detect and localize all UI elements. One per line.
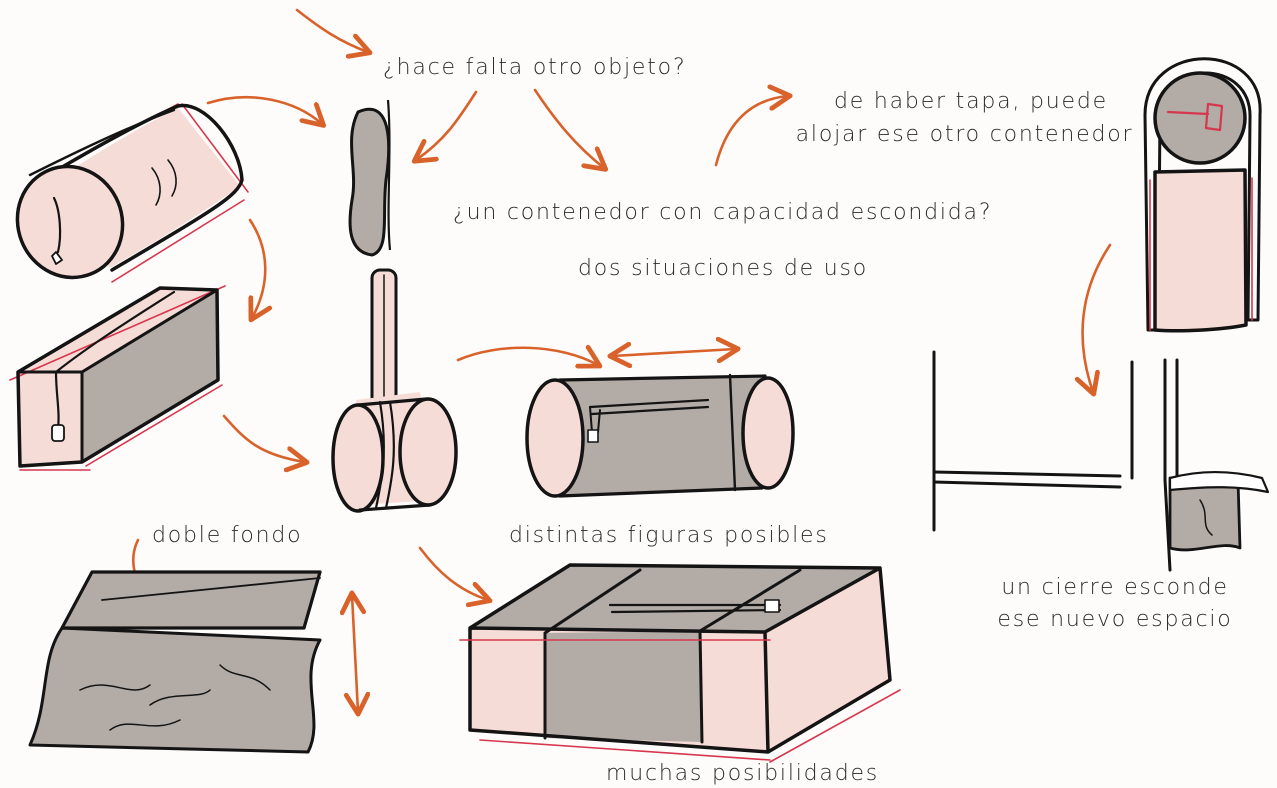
label-zipper-line1: un cierre esconde xyxy=(1001,575,1229,600)
label-lid-line1: de haber tapa, puede xyxy=(834,89,1108,114)
cylinder-bag-sketch xyxy=(15,103,249,283)
arrow-cylinder-to-box xyxy=(250,218,265,318)
label-zipper-line2: ese nuevo espacio xyxy=(997,607,1233,632)
section-detail-sketch xyxy=(932,350,1270,572)
lid-container-sketch xyxy=(1143,57,1262,333)
double-bottom-sketch xyxy=(28,570,322,754)
label-two-uses: dos situaciones de uso xyxy=(578,256,869,281)
arrow-top-to-question xyxy=(295,8,368,52)
arrows xyxy=(133,8,1112,712)
arrow-question-to-insert xyxy=(416,90,478,160)
arrow-lid-to-section xyxy=(1083,243,1112,392)
flat-box-sketch xyxy=(459,563,901,763)
figures-cylinder-sketch xyxy=(525,373,795,498)
arrow-cylinder-to-insert xyxy=(206,96,322,124)
arrow-upright-to-flatbox xyxy=(418,546,488,600)
upright-cylinder-sketch xyxy=(331,268,458,513)
label-question-object: ¿hace falta otro objeto? xyxy=(383,55,687,80)
label-hidden-capacity: ¿un contenedor con capacidad escondida? xyxy=(453,200,993,225)
arrow-upright-to-figures xyxy=(456,348,598,365)
label-many: muchas posibilidades xyxy=(606,761,880,786)
arrow-capacity-to-lid xyxy=(714,96,788,167)
label-figures: distintas figuras posibles xyxy=(509,523,829,548)
arrow-box-to-upright xyxy=(222,414,305,462)
small-insert-sketch xyxy=(348,99,392,257)
label-double-bottom: doble fondo xyxy=(152,523,303,548)
arrow-figures-double xyxy=(612,349,736,356)
label-lid-line2: alojar ese otro contenedor xyxy=(795,122,1134,147)
arrow-question-to-capacity xyxy=(533,88,604,168)
arrow-vertical-double xyxy=(352,595,358,712)
box-bag-sketch xyxy=(9,285,226,471)
